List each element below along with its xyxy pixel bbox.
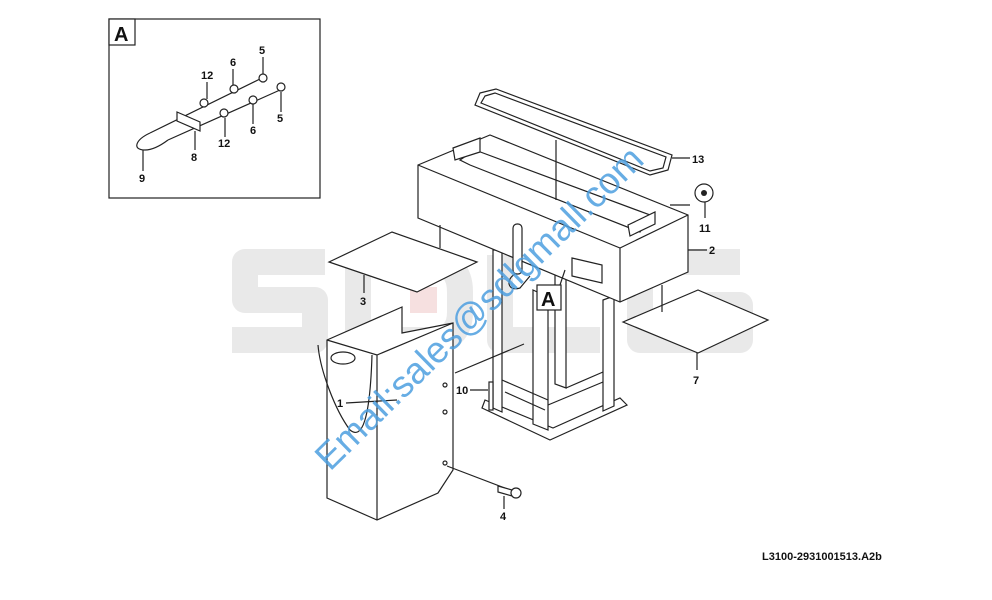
label-12-bottom: 12 (218, 138, 230, 150)
grommet-hole (701, 190, 707, 196)
label-3: 3 (360, 296, 366, 308)
bolt-10 (488, 381, 494, 411)
plate-3 (327, 231, 479, 293)
bolt-4-head (510, 487, 522, 499)
washer-icon (248, 95, 258, 105)
label-4: 4 (500, 511, 507, 523)
detail-title: A (114, 24, 128, 46)
bolt-4 (497, 485, 513, 497)
label-2: 2 (709, 245, 715, 257)
logo-letter-s (232, 249, 328, 353)
label-13: 13 (692, 154, 704, 166)
main-assembly: A 13 11 2 3 7 10 1 4 (317, 88, 770, 523)
washer-icon (229, 84, 239, 94)
detail-view-a: A 5 6 12 5 6 12 8 9 (108, 18, 321, 199)
label-9: 9 (139, 173, 145, 185)
box-2 (417, 134, 689, 303)
detail-ref-label: A (541, 289, 555, 311)
label-6-bottom: 6 (250, 125, 256, 137)
label-5-bottom: 5 (277, 113, 283, 125)
detail-frame (108, 18, 321, 199)
label-11: 11 (699, 223, 711, 235)
spacer-icon (219, 108, 229, 118)
detail-title-box (108, 18, 136, 46)
lid-13 (474, 88, 673, 176)
label-8: 8 (191, 152, 197, 164)
label-1: 1 (337, 398, 343, 410)
label-10: 10 (456, 385, 468, 397)
panel-1 (317, 306, 454, 521)
nut-icon (276, 82, 286, 92)
u-bolt-assembly (136, 57, 286, 171)
drawing-code: L3100-2931001513.A2b (762, 551, 882, 563)
label-7: 7 (693, 375, 699, 387)
nut-icon (258, 73, 268, 83)
label-5-top: 5 (259, 45, 265, 57)
plate-7 (621, 289, 770, 354)
spacer-icon (199, 98, 209, 108)
label-12-top: 12 (201, 70, 213, 82)
detail-ref-box (536, 284, 562, 311)
label-6-top: 6 (230, 57, 236, 69)
plate-8 (176, 111, 201, 132)
